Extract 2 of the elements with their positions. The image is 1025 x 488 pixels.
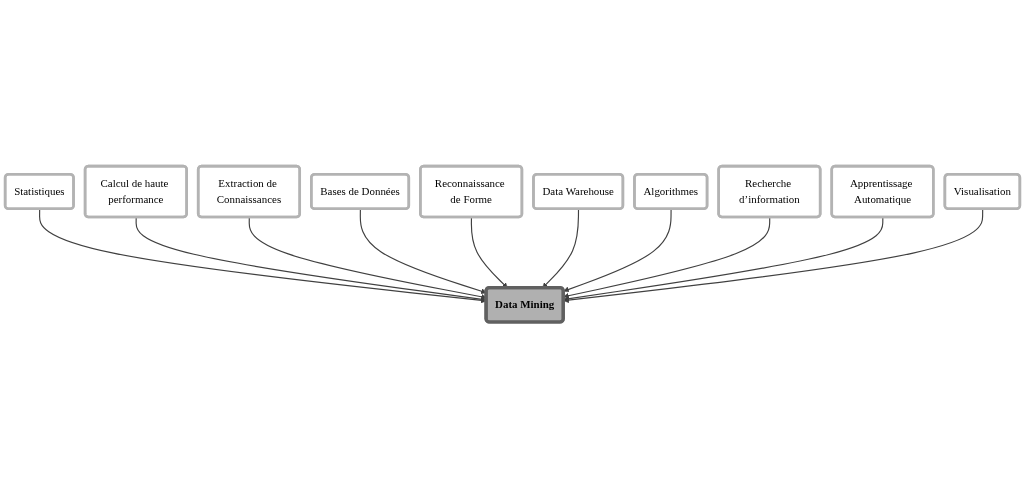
arrow bbox=[563, 208, 672, 293]
arrow bbox=[563, 208, 984, 303]
